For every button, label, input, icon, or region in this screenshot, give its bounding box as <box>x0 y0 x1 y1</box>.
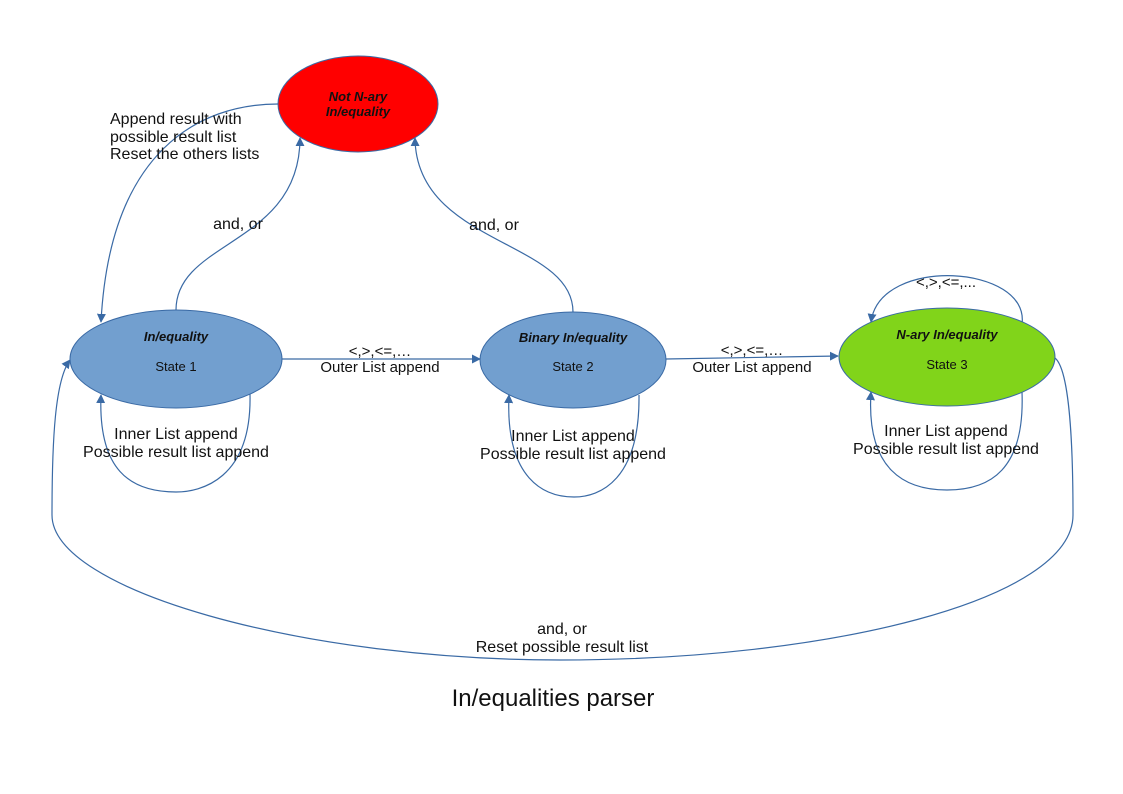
diagram-title: In/equalities parser <box>452 685 655 712</box>
edge-state1-self <box>96 393 251 493</box>
label-state1-self-line1: Inner List append <box>114 426 238 443</box>
label-state2-self-line1: Inner List append <box>511 428 635 445</box>
label-state2-to-state3-line2: Outer List append <box>692 359 811 376</box>
edge-state3-to-state1 <box>51 357 1074 661</box>
label-state3-self-top: <,>,<=,... <box>916 274 976 291</box>
edge-not-nary-to-state1 <box>96 103 279 323</box>
node-state3-subtitle: State 3 <box>926 357 967 372</box>
label-state2-to-not-nary: and, or <box>469 217 519 234</box>
label-append-result-line1: Append result with <box>110 111 242 128</box>
label-state1-to-not-nary: and, or <box>213 216 263 233</box>
label-state2-self: Inner List append Possible result list a… <box>480 428 666 463</box>
label-state3-to-state1-line2: Reset possible result list <box>476 639 649 656</box>
edge-state2-self <box>504 394 640 498</box>
label-state2-to-state3-line1: <,>,<=,… <box>721 342 784 359</box>
edge-state3-self <box>865 391 1023 491</box>
label-state3-self-line1: Inner List append <box>884 423 1008 440</box>
label-state1-self-line2: Possible result list append <box>83 444 269 461</box>
node-state2-subtitle: State 2 <box>552 359 593 374</box>
label-state1-to-state2-line1: <,>,<=,… <box>349 343 412 360</box>
node-state2-title: Binary In/equality <box>519 330 628 345</box>
label-not-nary-to-state1: Append result with possible result list … <box>110 111 259 163</box>
label-append-result-line3: Reset the others lists <box>110 146 259 163</box>
node-not-nary-title-line1: Not N-ary <box>329 89 388 104</box>
node-state3: N-ary In/equality State 3 <box>838 307 1056 407</box>
label-state1-self: Inner List append Possible result list a… <box>83 426 269 461</box>
label-state1-to-state2: <,>,<=,… Outer List append <box>320 343 439 376</box>
label-append-result-line2: possible result list <box>110 129 237 146</box>
label-state2-self-line2: Possible result list append <box>480 446 666 463</box>
node-state2: Binary In/equality State 2 <box>479 311 667 409</box>
node-state1: In/equality State 1 <box>69 309 283 409</box>
label-state3-self: Inner List append Possible result list a… <box>853 423 1039 458</box>
label-state2-to-state3: <,>,<=,… Outer List append <box>692 342 811 376</box>
edge-state3-self-top <box>867 275 1023 325</box>
label-state3-to-state1: and, or Reset possible result list <box>476 621 649 656</box>
edge-state2-to-state3 <box>665 351 839 361</box>
edge-state2-to-not-nary <box>410 137 574 313</box>
label-state3-self-line2: Possible result list append <box>853 441 1039 458</box>
node-state3-title: N-ary In/equality <box>896 327 998 342</box>
node-not-nary-inequality: Not N-ary In/equality <box>277 55 439 153</box>
edge-state1-to-not-nary <box>175 137 305 311</box>
node-state1-subtitle: State 1 <box>155 359 196 374</box>
label-state3-to-state1-line1: and, or <box>537 621 587 638</box>
node-state1-title: In/equality <box>144 329 209 344</box>
node-not-nary-title-line2: In/equality <box>326 104 391 119</box>
label-state1-to-state2-line2: Outer List append <box>320 359 439 376</box>
